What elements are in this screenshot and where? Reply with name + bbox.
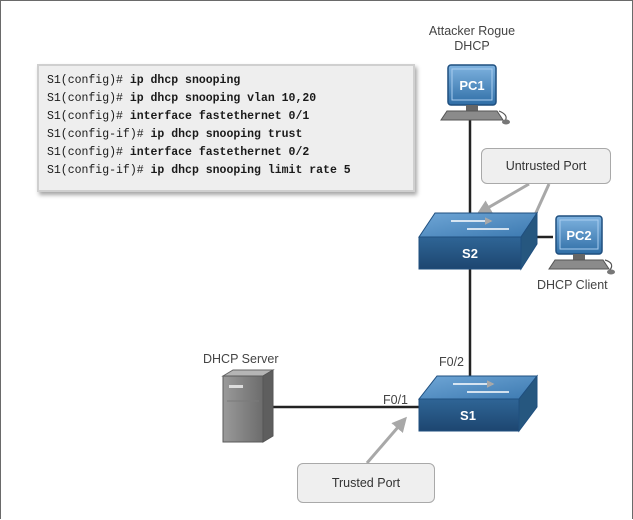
port-f0-2-label: F0/2 <box>439 355 465 369</box>
trusted-port-callout: Trusted Port <box>297 463 435 503</box>
config-line-3: S1(config)# interface fastethernet 0/1 <box>47 110 310 123</box>
config-line-2: S1(config)# ip dhcp snooping vlan 10,20 <box>47 92 317 105</box>
pc2-caption: DHCP Client <box>537 278 608 292</box>
pc1-icon: PC1 <box>440 64 510 125</box>
config-line-6: S1(config-if)# ip dhcp snooping limit ra… <box>47 164 351 177</box>
dhcp-server-caption: DHCP Server <box>203 352 279 366</box>
s1-label: S1 <box>460 408 476 423</box>
pc1-label: PC1 <box>459 78 484 93</box>
untrusted-port-callout: Untrusted Port <box>481 148 611 184</box>
port-f0-1-label: F0/1 <box>383 393 409 407</box>
pc2-label: PC2 <box>566 228 591 243</box>
dhcp-server-icon <box>221 369 275 443</box>
s2-label: S2 <box>462 246 478 261</box>
pc1-caption: Attacker Rogue DHCP <box>428 24 516 53</box>
untrusted-arrow-1 <box>476 182 530 215</box>
s1-switch-icon: S1 <box>417 374 539 433</box>
config-cli-panel: S1(config)# ip dhcp snooping S1(config)#… <box>37 64 415 192</box>
trusted-arrow <box>365 416 407 464</box>
pc2-icon: PC2 <box>548 215 615 275</box>
config-line-5: S1(config)# interface fastethernet 0/2 <box>47 146 310 159</box>
config-line-1: S1(config)# ip dhcp snooping <box>47 74 241 87</box>
s2-switch-icon: S2 <box>418 211 538 271</box>
config-line-4: S1(config-if)# ip dhcp snooping trust <box>47 128 303 141</box>
